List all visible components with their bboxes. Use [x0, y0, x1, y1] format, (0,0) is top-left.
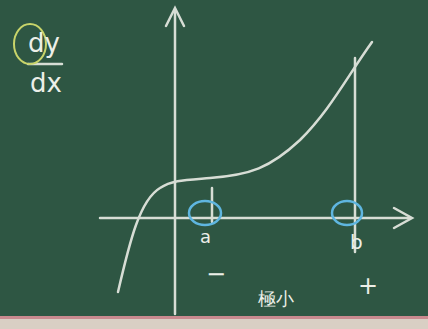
- derivative-curve: [118, 42, 372, 292]
- board-ledge: [0, 319, 428, 329]
- board-edge: [0, 316, 428, 329]
- zero-circle: [332, 201, 362, 225]
- y-axis: [174, 10, 177, 314]
- guide-line: [211, 188, 214, 222]
- x-axis: [100, 217, 410, 220]
- chalk-label: dy: [28, 30, 60, 56]
- chalk-label: 極小: [258, 290, 294, 308]
- axis-arrow: [166, 8, 184, 26]
- chalk-label: +: [358, 274, 378, 298]
- chalk-label: a: [200, 228, 211, 246]
- chalk-label: b: [350, 232, 363, 252]
- axis-arrow: [394, 208, 412, 228]
- chalk-label: dx: [30, 70, 62, 96]
- zero-circle: [189, 201, 221, 225]
- chalk-label: −: [206, 262, 226, 286]
